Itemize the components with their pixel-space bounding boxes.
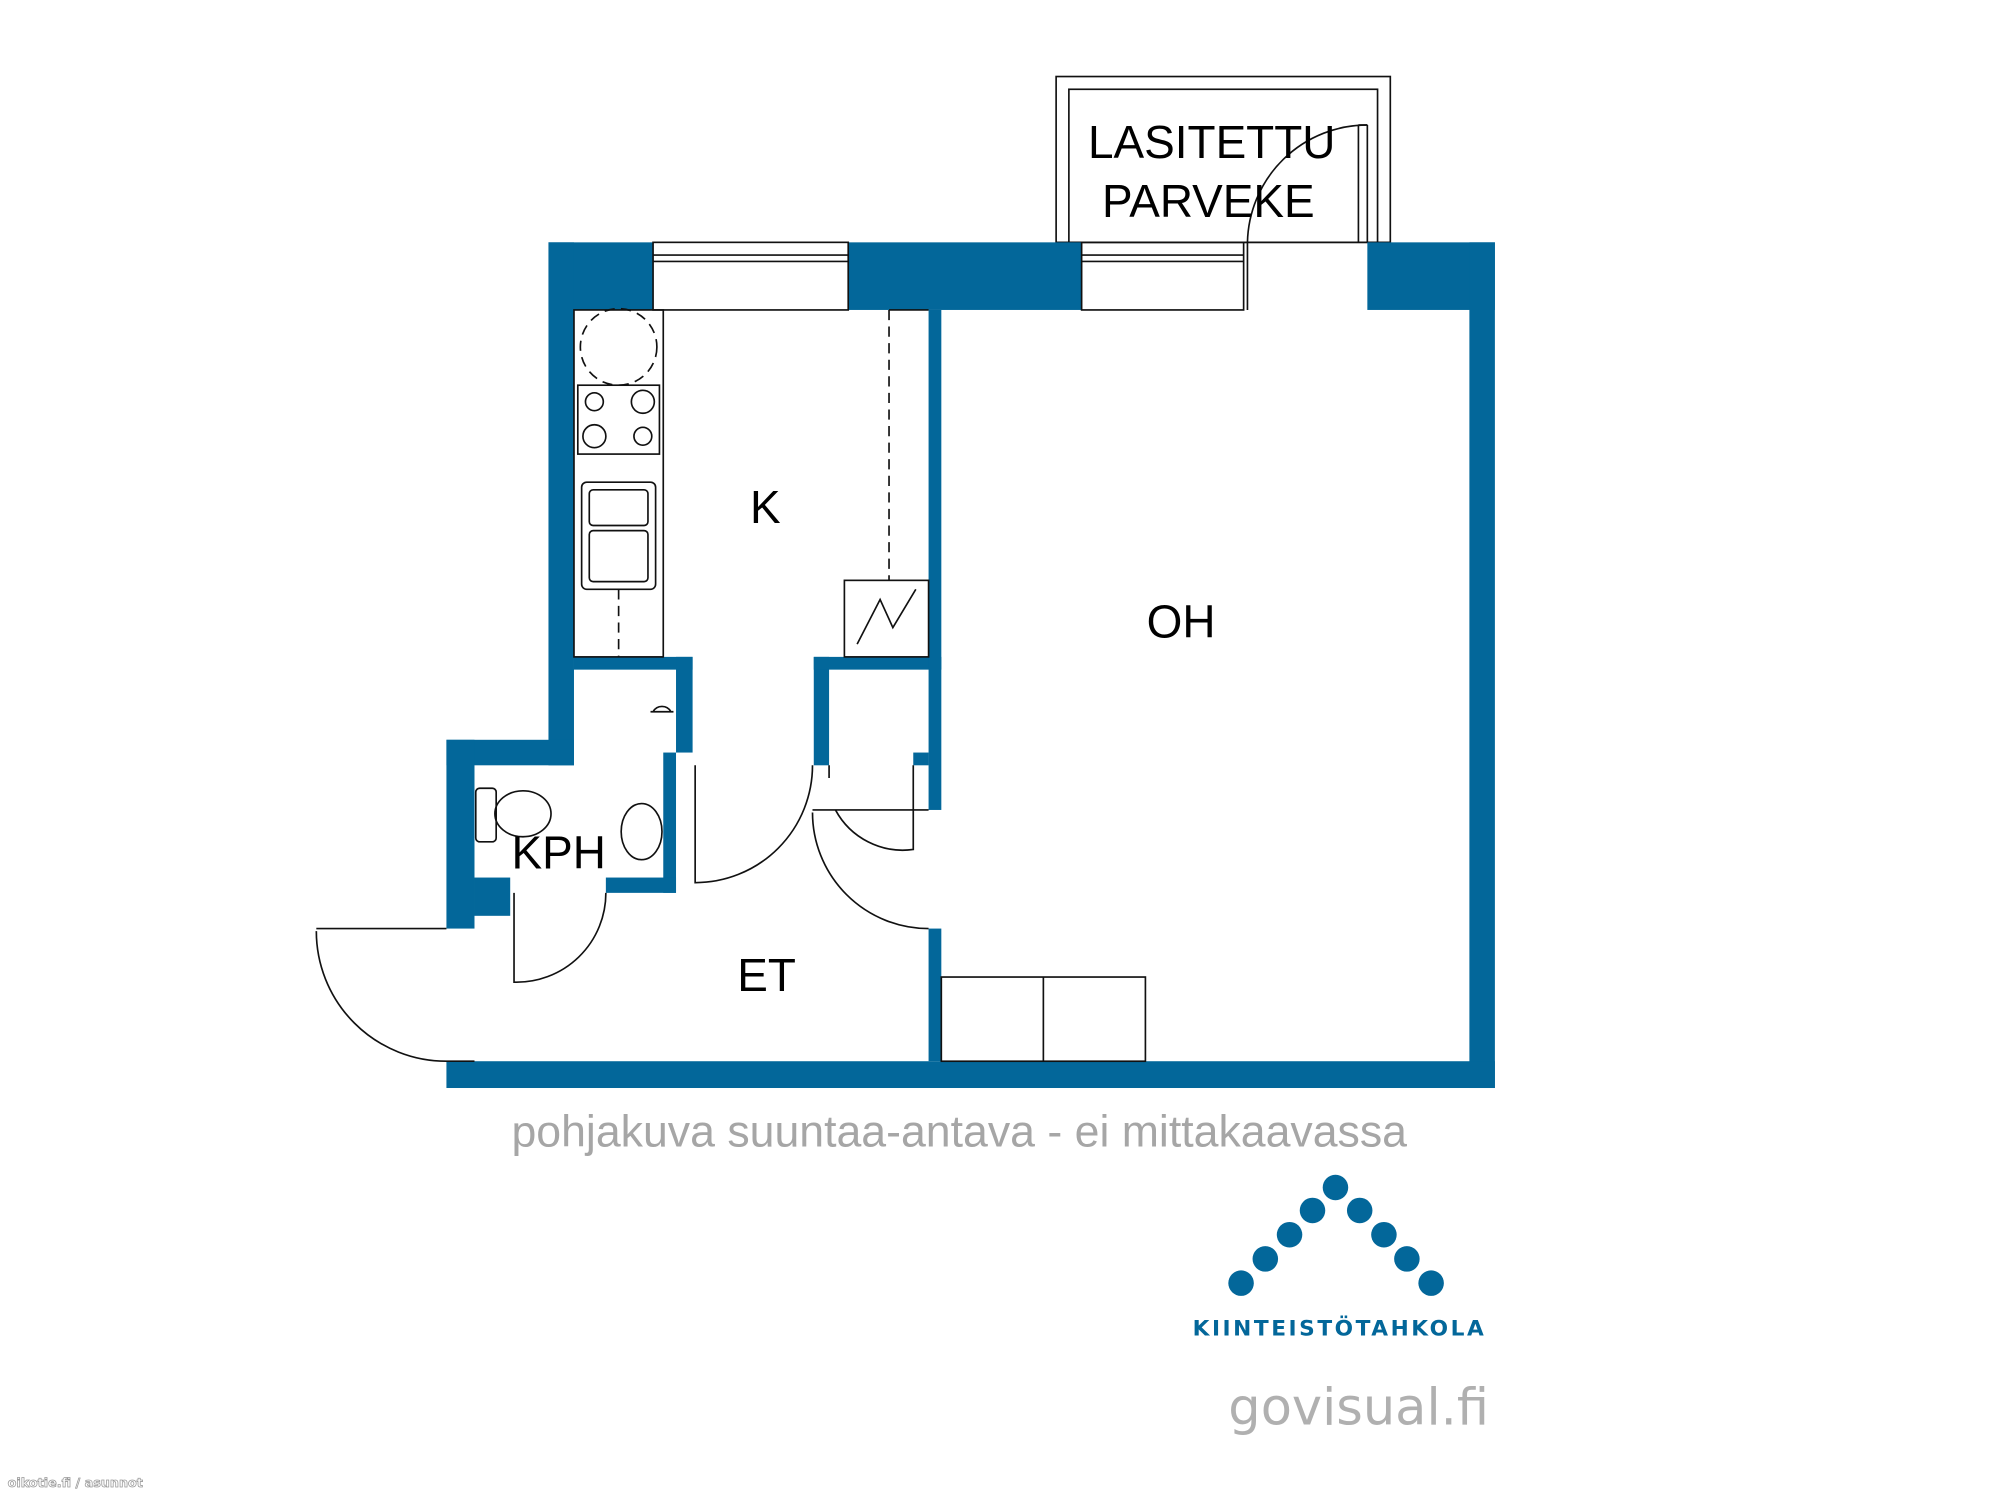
room-label-kitchen: K <box>750 481 781 533</box>
shower-icon <box>650 705 674 713</box>
room-label-balcony: LASITETTU <box>1088 116 1335 168</box>
balcony-door-swing <box>1246 124 1368 310</box>
room-label-balcony-2: PARVEKE <box>1102 175 1315 227</box>
room-label-hall: ET <box>737 949 796 1001</box>
toilet-icon <box>474 787 498 843</box>
stove-icon <box>576 384 661 455</box>
sink-icon <box>580 481 657 591</box>
doors <box>315 765 929 1063</box>
watermark: oikotie.fi / asunnot <box>8 1476 143 1491</box>
credit: govisual.fi <box>1228 1379 1489 1438</box>
logo-text: KIINTEISTÖTAHKOLA <box>1193 1315 1487 1341</box>
electric-panel-icon <box>843 579 930 658</box>
washbasin-icon <box>620 802 663 861</box>
logo <box>1228 1174 1444 1296</box>
dishwasher-icon <box>579 307 658 387</box>
kitchen-door <box>694 765 814 884</box>
bathroom-fixtures <box>474 705 674 861</box>
walls <box>446 242 1495 1089</box>
bathroom-door <box>513 892 607 983</box>
closet-door <box>828 765 915 851</box>
room-label-living: OH <box>1147 596 1216 648</box>
windows <box>652 241 1245 311</box>
storage-cabinets <box>940 976 1147 1063</box>
kitchen-fixtures <box>573 307 930 658</box>
living-door <box>811 809 929 930</box>
disclaimer: pohjakuva suuntaa-antava - ei mittakaava… <box>511 1108 1407 1157</box>
entry-door <box>315 927 475 1063</box>
room-label-bathroom: KPH <box>511 827 605 879</box>
